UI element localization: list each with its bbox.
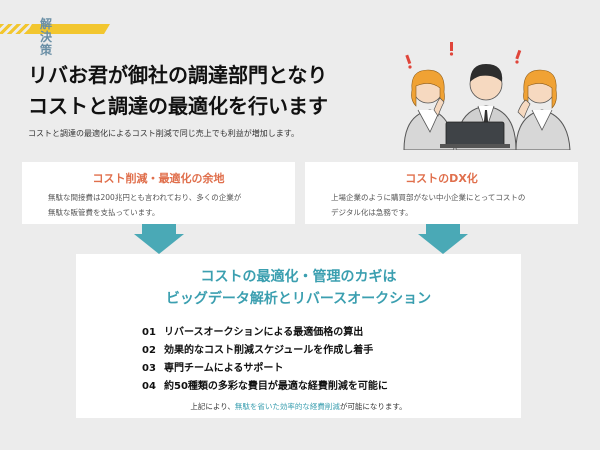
person-left	[403, 69, 455, 150]
card-body-line: デジタル化は急務です。	[331, 208, 413, 217]
tag-stripes	[0, 24, 30, 34]
card-body-line: 無駄な販管費を支払っています。	[48, 208, 160, 217]
exclamation-icon	[405, 42, 522, 69]
card-cost-reduction: コスト削減・最適化の余地 無駄な間接費は200兆円とも言われており、多くの企業が…	[22, 162, 295, 224]
card-body-line: 無駄な間接費は200兆円とも言われており、多くの企業が	[48, 193, 242, 202]
solution-title: コストの最適化・管理のカギは ビッグデータ解析とリバースオークション	[76, 266, 521, 310]
subtitle: コストと調達の最適化によるコスト削減で同じ売上でも利益が増加します。	[28, 129, 299, 138]
list-item-number: 04	[142, 381, 156, 392]
list-item: 04 約50種類の多彩な費目が最適な経費削減を可能に	[142, 378, 521, 396]
card-cost-dx: コストのDX化 上場企業のように購買部がない中小企業にとってコストの デジタル化…	[305, 162, 578, 224]
laptop-icon	[440, 121, 510, 148]
headline-line-2: コストと調達の最適化を行います	[28, 94, 328, 118]
card-title: コストのDX化	[405, 172, 478, 185]
arrow-down-icon	[134, 224, 184, 254]
list-item: 02 効果的なコスト削減スケジュールを作成し着手	[142, 342, 521, 360]
solution-panel: コストの最適化・管理のカギは ビッグデータ解析とリバースオークション 01 リバー…	[76, 254, 521, 418]
card-title: コスト削減・最適化の余地	[92, 172, 225, 185]
list-item-number: 03	[142, 363, 156, 374]
card-body: 上場企業のように購買部がない中小企業にとってコストの デジタル化は急務です。	[305, 186, 578, 220]
card-body-line: 上場企業のように購買部がない中小企業にとってコストの	[331, 193, 526, 202]
list-item-text: 効果的なコスト削減スケジュールを作成し着手	[164, 345, 374, 356]
headline: リバお君が御社の調達部門となり コストと調達の最適化を行います	[28, 60, 328, 122]
solution-title-line-1: コストの最適化・管理のカギは	[200, 269, 397, 285]
card-body: 無駄な間接費は200兆円とも言われており、多くの企業が 無駄な販管費を支払ってい…	[22, 186, 295, 220]
section-tag: 解決策	[0, 18, 110, 57]
arrow-down-icon	[418, 224, 468, 254]
note-highlight: 無駄を省いた効率的な経費削減	[234, 402, 340, 411]
list-item-text: リバースオークションによる最適価格の算出	[164, 327, 364, 338]
list-item: 01 リバースオークションによる最適価格の算出	[142, 324, 521, 342]
headline-line-1: リバお君が御社の調達部門となり	[28, 63, 328, 87]
solution-title-line-2: ビッグデータ解析とリバースオークション	[165, 291, 432, 307]
person-right	[515, 69, 571, 150]
note-suffix: が可能になります。	[339, 402, 407, 411]
list-item-text: 専門チームによるサポート	[164, 363, 284, 374]
list-item-number: 01	[142, 327, 156, 338]
business-people-illustration	[403, 42, 571, 150]
note-prefix: 上記により、	[190, 402, 235, 411]
list-item-text: 約50種類の多彩な費目が最適な経費削減を可能に	[164, 381, 388, 392]
list-item: 03 専門チームによるサポート	[142, 360, 521, 378]
tag-label: 解決策	[40, 17, 53, 57]
list-item-number: 02	[142, 345, 156, 356]
tag-bar	[26, 24, 110, 34]
summary-note: 上記により、無駄を省いた効率的な経費削減が可能になります。	[76, 401, 521, 412]
solution-list: 01 リバースオークションによる最適価格の算出 02 効果的なコスト削減スケジュール…	[142, 324, 521, 396]
